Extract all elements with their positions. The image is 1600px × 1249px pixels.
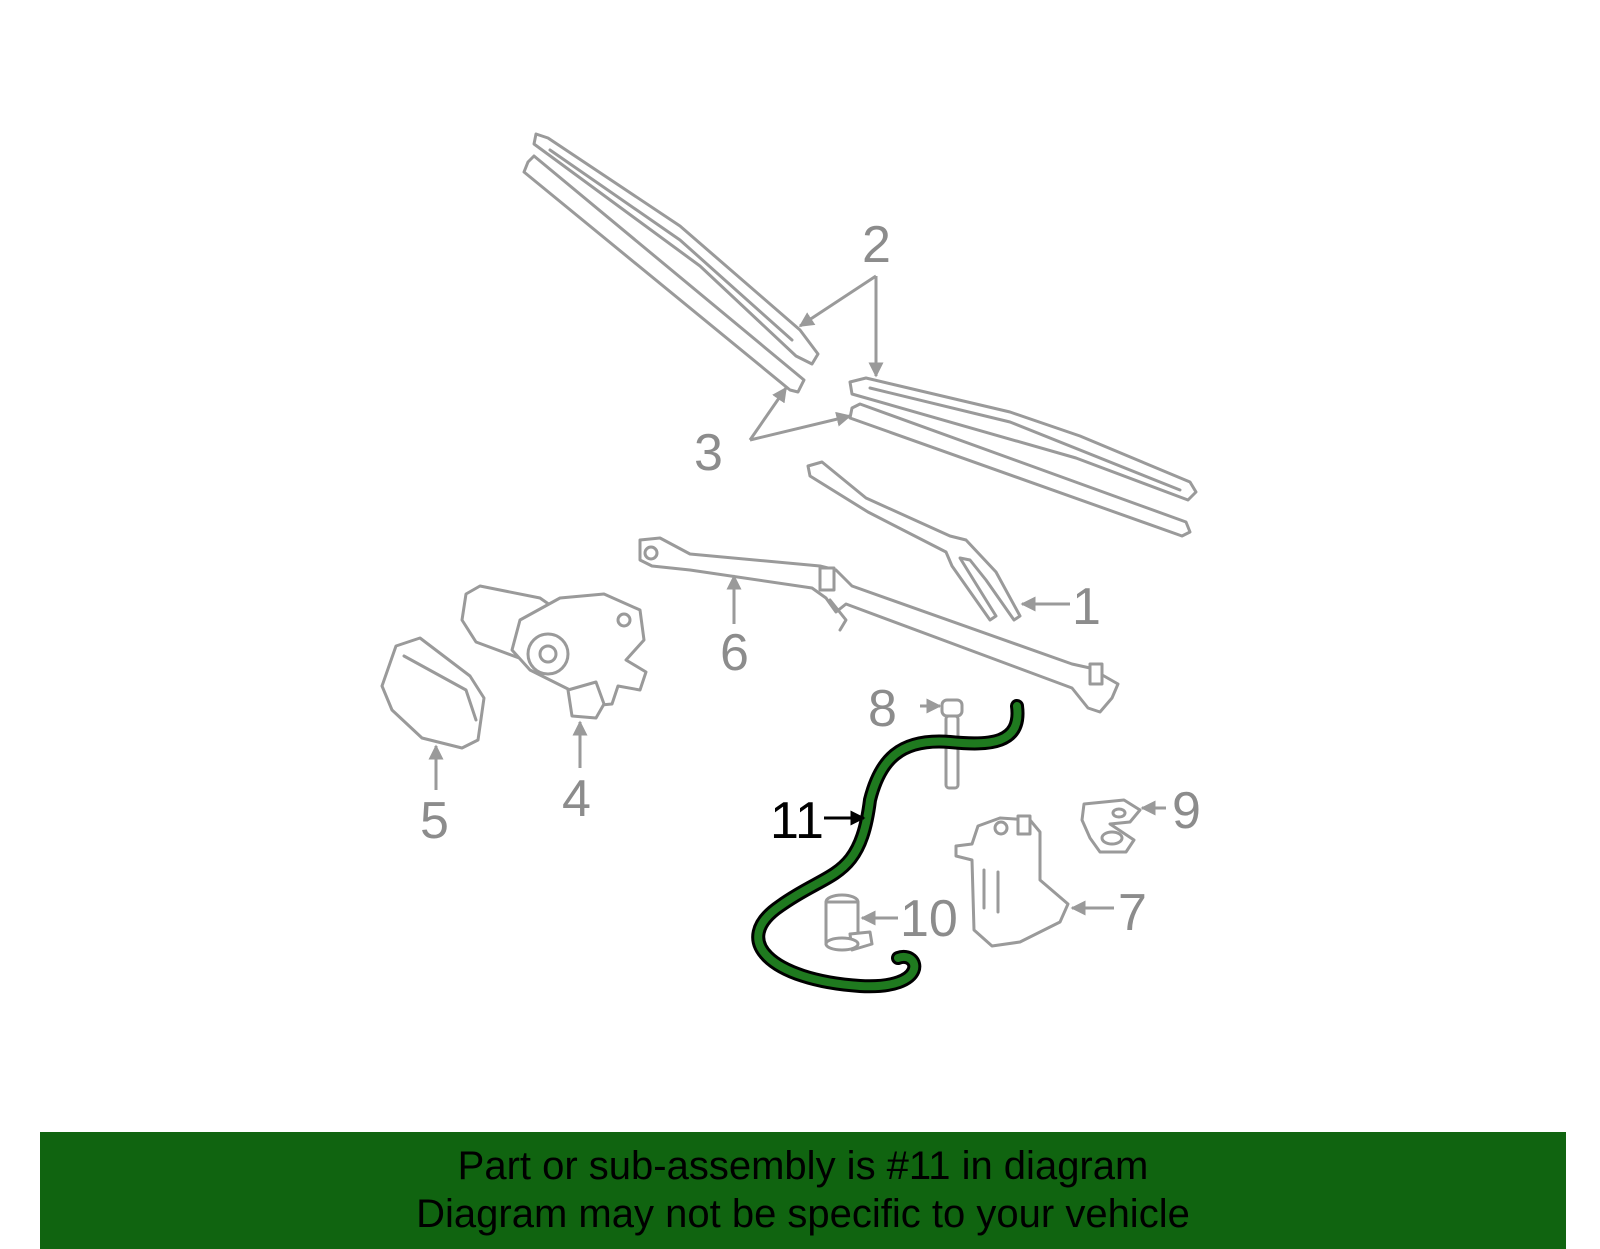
callout-9: 9 [1172,782,1201,840]
leader-lines [428,274,1166,926]
bolt [940,698,964,790]
motor-cover [380,636,486,750]
washer-reservoir [954,814,1070,948]
callout-1: 1 [1072,578,1101,636]
washer-pump [824,893,874,952]
wiper-blade-left [522,132,820,394]
wiper-motor [460,584,648,720]
callout-10: 10 [900,890,958,948]
callout-4: 4 [562,770,591,828]
grommet [1080,798,1142,854]
callout-2: 2 [862,216,891,274]
banner-line-2: Diagram may not be specific to your vehi… [416,1192,1190,1236]
wiper-blade-right [848,376,1198,538]
callout-11-highlighted: 11 [770,792,824,850]
callout-5: 5 [420,792,449,850]
wiper-linkage [638,536,1120,714]
callout-3: 3 [694,424,723,482]
callout-8: 8 [868,680,897,738]
callout-6: 6 [720,624,749,682]
info-banner: Part or sub-assembly is #11 in diagram D… [40,1132,1566,1249]
washer-hose-highlight [751,699,1025,994]
callout-labels: 1 2 3 4 5 6 7 8 9 10 11 [420,216,1201,948]
banner-line-1: Part or sub-assembly is #11 in diagram [457,1144,1149,1188]
callout-7: 7 [1118,884,1147,942]
wiper-arm [806,460,1022,622]
